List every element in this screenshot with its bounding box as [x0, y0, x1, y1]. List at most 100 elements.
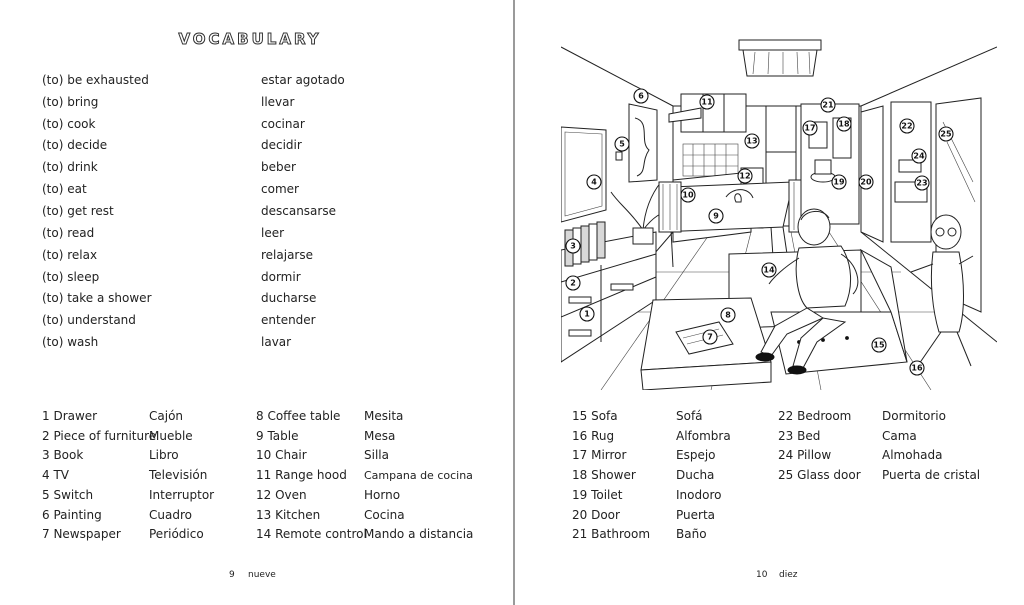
callout-3: 3	[565, 238, 581, 254]
glossary-en: 2 Piece of furniture	[42, 429, 157, 443]
callout-12-label: 12	[739, 172, 750, 181]
glossary-es: Cuadro	[149, 508, 192, 522]
callout-20-label: 20	[860, 178, 872, 187]
verb-en: (to) eat	[42, 182, 87, 196]
verb-en: (to) decide	[42, 138, 108, 152]
glossary-en: 7 Newspaper	[42, 527, 121, 541]
callout-13: 13	[744, 133, 760, 149]
glossary-en: 4 TV	[42, 468, 69, 482]
glossary-en: 11 Range hood	[256, 468, 347, 482]
verb-es: leer	[261, 226, 285, 240]
callout-23-label: 23	[916, 179, 927, 188]
callout-13-label: 13	[746, 137, 757, 146]
glossary-es: Mueble	[149, 429, 193, 443]
glossary-en: 20 Door	[572, 508, 620, 522]
glossary-en: 22 Bedroom	[778, 409, 852, 423]
callout-17: 17	[802, 120, 818, 136]
callout-24-label: 24	[913, 152, 925, 161]
callout-14-label: 14	[763, 266, 775, 275]
callout-20: 20	[858, 174, 874, 190]
book-spine	[513, 0, 515, 605]
glossary-es: Ducha	[676, 468, 715, 482]
callout-15-label: 15	[873, 341, 885, 350]
callout-21-label: 21	[822, 101, 834, 110]
verb-es: entender	[261, 313, 316, 327]
verb-en: (to) bring	[42, 95, 99, 109]
glossary-es: Cama	[882, 429, 917, 443]
glossary-en: 24 Pillow	[778, 448, 832, 462]
glossary-es: Mesa	[364, 429, 396, 443]
glossary-es: Mando a distancia	[364, 527, 474, 541]
glossary-es: Alfombra	[676, 429, 731, 443]
verb-es: comer	[261, 182, 299, 196]
verb-en: (to) relax	[42, 248, 98, 262]
page-number: 10	[756, 570, 768, 580]
callout-23: 23	[914, 175, 930, 191]
callout-22: 22	[899, 118, 915, 134]
callout-25-label: 25	[940, 130, 952, 139]
glossary-en: 14 Remote control	[256, 527, 367, 541]
glossary-es: Horno	[364, 488, 401, 502]
verb-en: (to) wash	[42, 335, 99, 349]
verb-en: (to) take a shower	[42, 291, 152, 305]
glossary-es: Sofá	[676, 409, 703, 423]
verb-es: cocinar	[261, 117, 305, 131]
callout-8: 8	[720, 307, 736, 323]
callout-18: 18	[836, 116, 852, 132]
page-title: VOCABULARY	[178, 30, 322, 49]
glossary-en: 12 Oven	[256, 488, 307, 502]
verb-en: (to) get rest	[42, 204, 114, 218]
glossary-en: 8 Coffee table	[256, 409, 341, 423]
glossary-es: Mesita	[364, 409, 404, 423]
callout-21: 21	[820, 97, 836, 113]
callout-2-label: 2	[570, 279, 576, 288]
callout-19-label: 19	[833, 178, 845, 187]
glossary-en: 15 Sofa	[572, 409, 618, 423]
glossary-es: Puerta de cristal	[882, 468, 981, 482]
callout-1-label: 1	[584, 310, 590, 319]
callout-25: 25	[938, 126, 954, 142]
glossary-es: Cajón	[149, 409, 184, 423]
verb-es: beber	[261, 160, 296, 174]
glossary-es: Espejo	[676, 448, 716, 462]
callout-10: 10	[680, 187, 696, 203]
verb-es: lavar	[261, 335, 292, 349]
verb-en: (to) read	[42, 226, 95, 240]
glossary-en: 21 Bathroom	[572, 527, 651, 541]
callout-11-label: 11	[701, 98, 713, 107]
verb-es: llevar	[261, 95, 295, 109]
callout-18-label: 18	[838, 120, 850, 129]
right-page: 1 2 3 4 5 6 7 8 9 10 11 12 13 14 15 16 1…	[515, 0, 1024, 605]
glossary-es: Campana de cocina	[364, 469, 473, 482]
page-number-word: diez	[779, 570, 798, 580]
callout-16: 16	[909, 360, 925, 376]
glossary-en: 17 Mirror	[572, 448, 627, 462]
verb-es: dormir	[261, 270, 301, 284]
callout-7-label: 7	[707, 333, 713, 342]
callout-9: 9	[708, 208, 724, 224]
verb-es: relajarse	[261, 248, 313, 262]
glossary-es: Almohada	[882, 448, 943, 462]
page-number-word: nueve	[248, 570, 276, 580]
glossary-es: Libro	[149, 448, 179, 462]
verb-es: decidir	[261, 138, 302, 152]
callout-6: 6	[633, 88, 649, 104]
glossary-es: Periódico	[149, 527, 204, 541]
verb-en: (to) cook	[42, 117, 96, 131]
glossary-en: 9 Table	[256, 429, 299, 443]
verb-en: (to) sleep	[42, 270, 100, 284]
callout-5: 5	[614, 136, 630, 152]
glossary-es: Silla	[364, 448, 389, 462]
callout-7: 7	[702, 329, 718, 345]
callout-17-label: 17	[804, 124, 815, 133]
glossary-es: Televisión	[149, 468, 208, 482]
verb-es: descansarse	[261, 204, 336, 218]
glossary-en: 6 Painting	[42, 508, 102, 522]
glossary-es: Dormitorio	[882, 409, 946, 423]
glossary-en: 16 Rug	[572, 429, 615, 443]
glossary-es: Baño	[676, 527, 707, 541]
verb-es: estar agotado	[261, 73, 345, 87]
glossary-es: Interruptor	[149, 488, 215, 502]
callout-8-label: 8	[725, 311, 731, 320]
glossary-en: 13 Kitchen	[256, 508, 321, 522]
